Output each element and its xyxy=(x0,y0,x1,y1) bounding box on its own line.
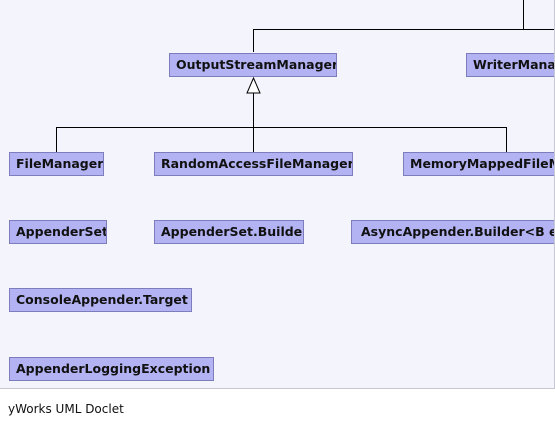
node-writer-manager[interactable]: WriterManager xyxy=(466,53,554,77)
node-file-manager[interactable]: FileManager xyxy=(9,152,104,176)
generalization-arrowhead xyxy=(246,76,261,94)
edge-top-to-layer xyxy=(253,0,554,52)
edge-subclasses-to-outputstreammanager xyxy=(56,93,507,152)
doclet-footer-label: yWorks UML Doclet xyxy=(8,402,124,416)
node-console-appender-target[interactable]: ConsoleAppender.Target xyxy=(9,288,192,312)
node-appender-logging-exception[interactable]: AppenderLoggingException xyxy=(9,357,214,381)
node-random-access-file-manager[interactable]: RandomAccessFileManager xyxy=(154,152,353,176)
diagram-canvas: OutputStreamManager WriterManager FileMa… xyxy=(0,0,555,389)
node-output-stream-manager[interactable]: OutputStreamManager xyxy=(169,53,337,77)
inheritance-edges xyxy=(56,0,554,152)
node-async-appender-builder[interactable]: AsyncAppender.Builder<B extends AsyncApp… xyxy=(351,220,554,244)
node-appender-set-builder[interactable]: AppenderSet.Builder xyxy=(154,220,304,244)
node-memory-mapped-file-manager[interactable]: MemoryMappedFileManager xyxy=(403,152,554,176)
node-appender-set[interactable]: AppenderSet xyxy=(9,220,107,244)
